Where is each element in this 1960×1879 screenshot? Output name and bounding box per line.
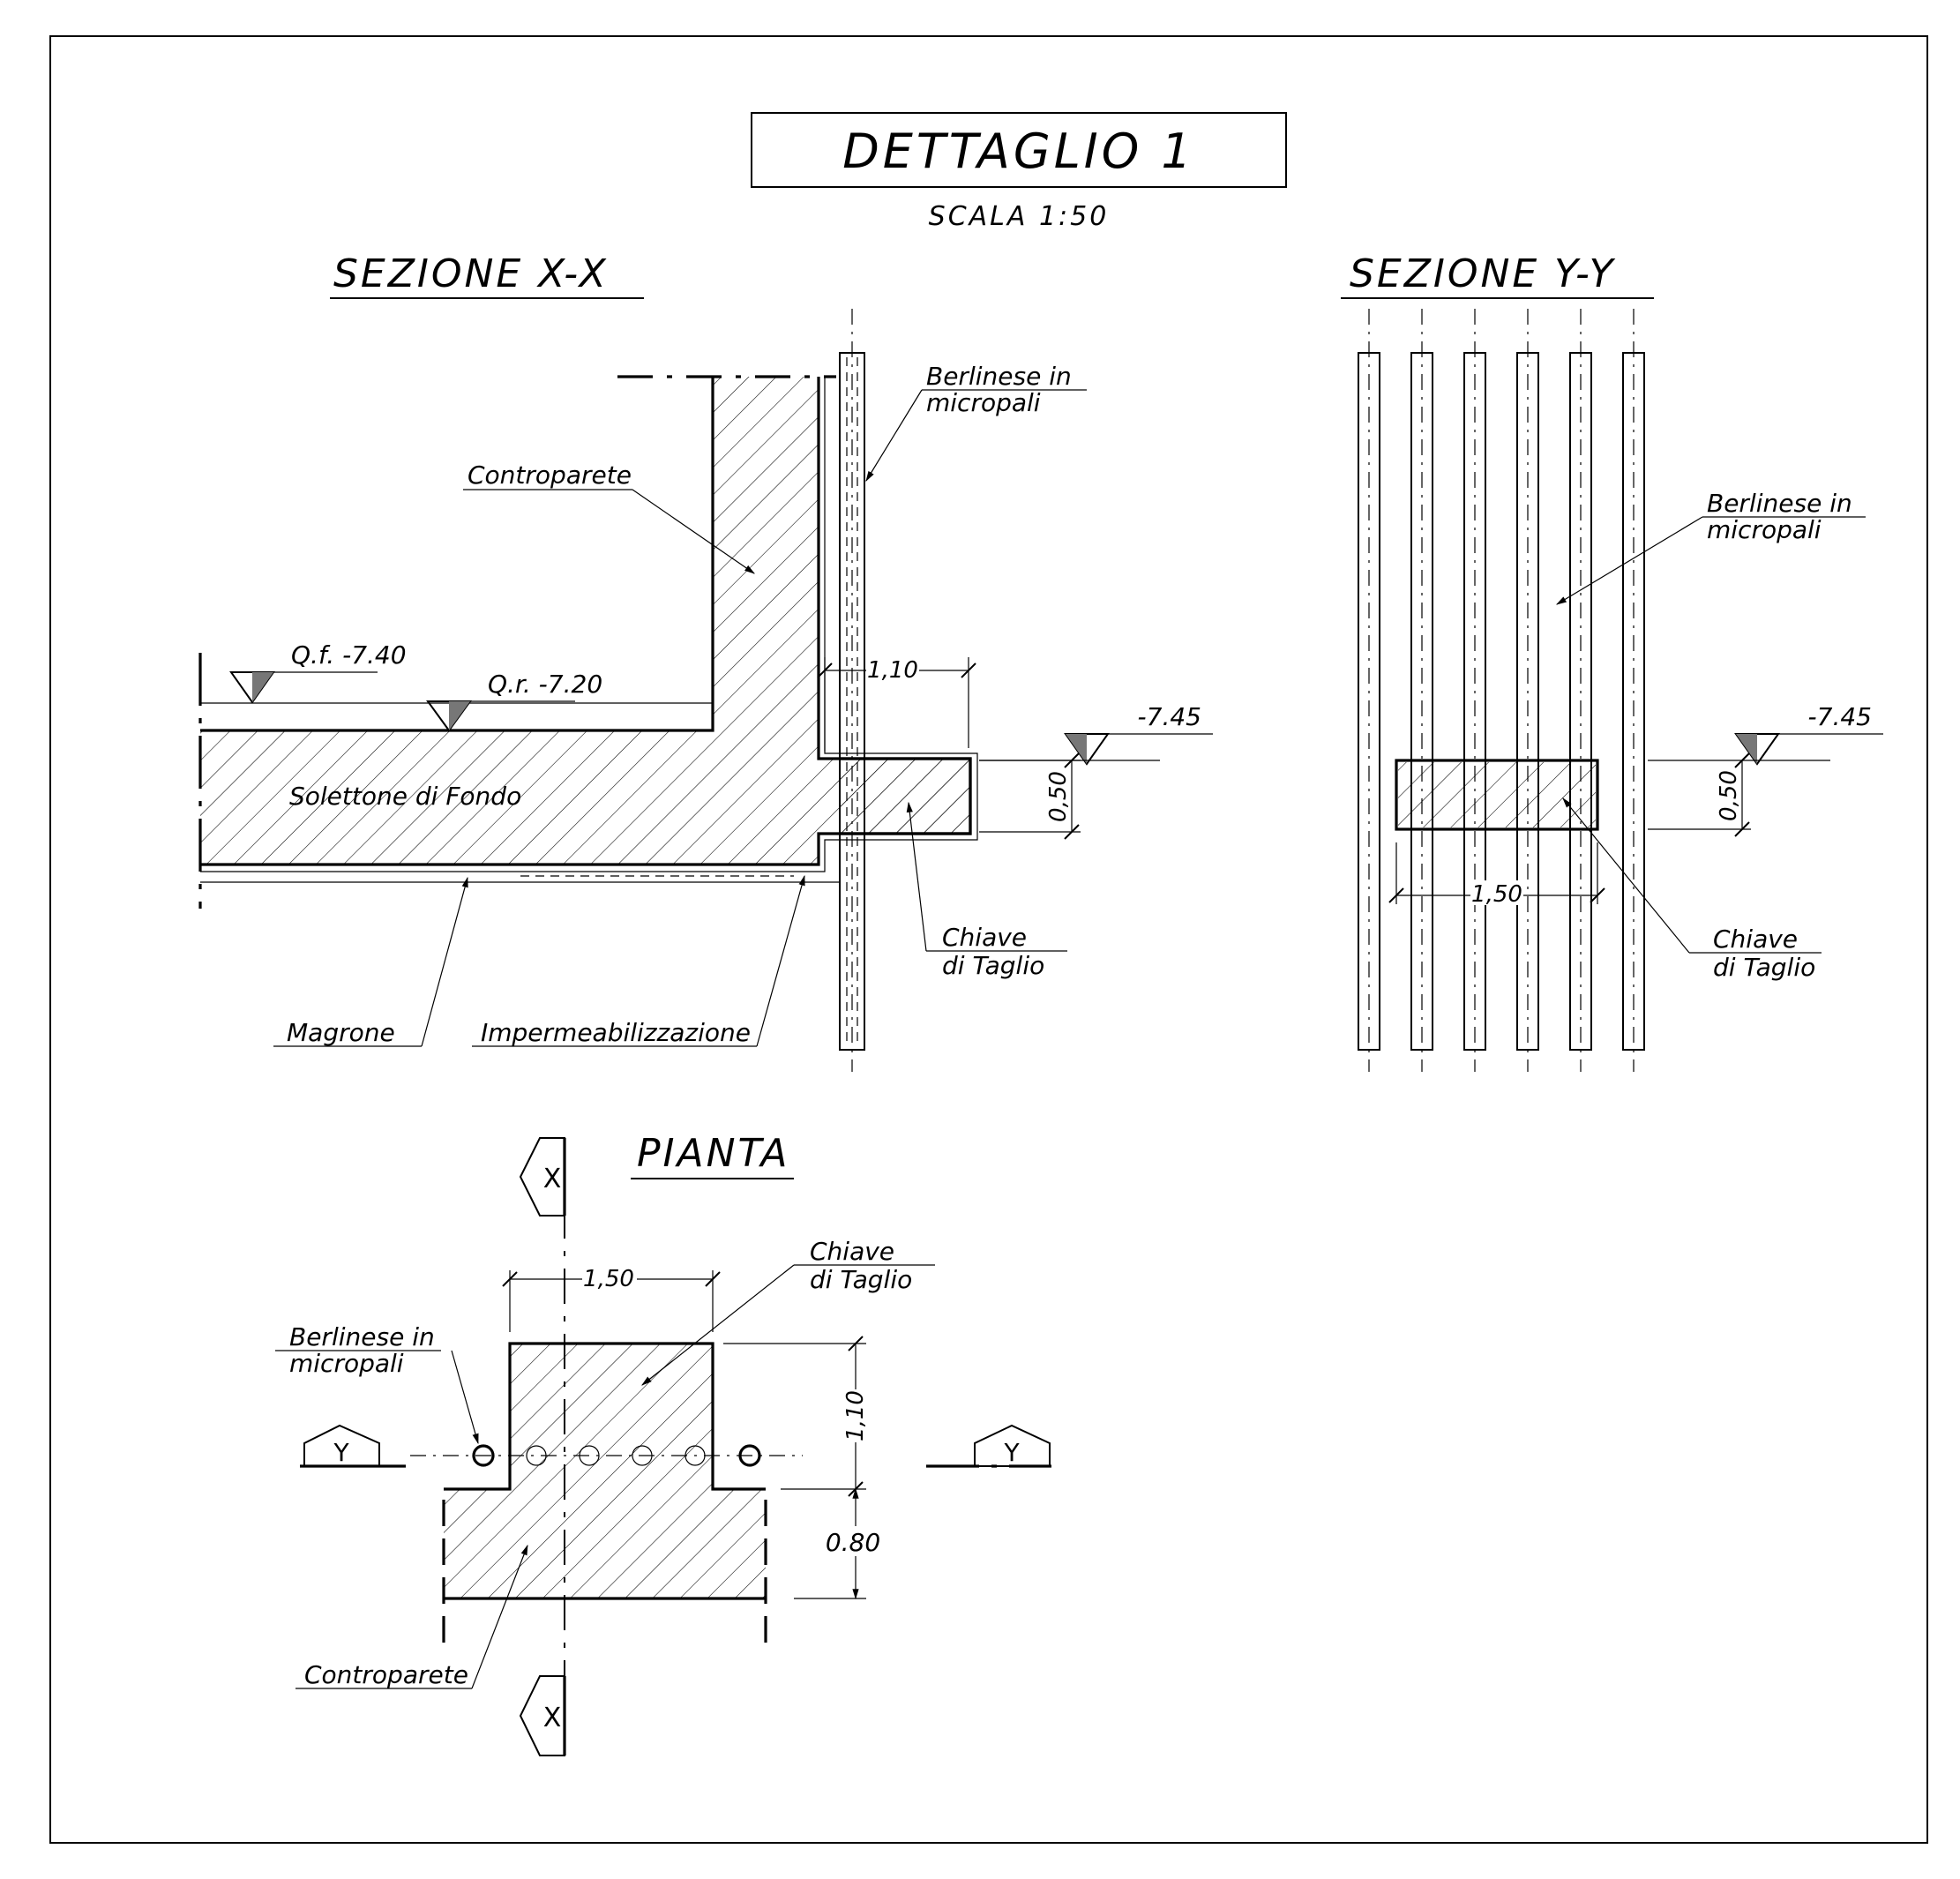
dim-yy-150-tick-l (1388, 887, 1404, 903)
dim-p-150-tick-r (705, 1271, 721, 1287)
controparete-leader-p (471, 1544, 528, 1689)
section-xx: SEZIONE X-X Q.f. -7.40 Q.r. -7.20 (198, 251, 1213, 1072)
dim-p-150-bg (582, 1265, 637, 1290)
controparete-label-xx: Controparete (468, 460, 632, 490)
dim-p-110-label: 1,10 (842, 1390, 869, 1441)
cut-y-label-left: Y (333, 1438, 349, 1467)
cut-x-label-top: X (543, 1164, 562, 1194)
berlinese-leader-p (451, 1350, 479, 1445)
solettone-label: Solettone di Fondo (289, 782, 521, 811)
dim-yy-050-tick-b (1734, 821, 1750, 837)
dim-110-tick-l (817, 663, 833, 678)
berlinese-label-yy-2: micropali (1707, 515, 1822, 544)
shear-key-yy-hatch (1398, 762, 1596, 827)
impermeabilizzazione-label: Impermeabilizzazione (481, 1018, 751, 1047)
dim-yy-150-tick-r (1590, 887, 1605, 903)
chiave-label-xx-1: Chiave (942, 923, 1027, 952)
chiave-label-p-1: Chiave (810, 1237, 894, 1266)
dim-p-080-label: 0.80 (826, 1528, 880, 1557)
cut-y-label-right: Y (1003, 1438, 1020, 1467)
micropile-plan (685, 1445, 706, 1466)
controparete-concrete (200, 377, 970, 865)
shear-key-yy (1395, 759, 1599, 831)
shear-key-outline (840, 757, 972, 835)
cut-mark-x-top: X (519, 1137, 566, 1216)
level-yy-label: -7.45 (1808, 702, 1872, 731)
berlinese-label-xx-1: Berlinese in (926, 362, 1072, 391)
berlinese-leader-yy (1555, 516, 1703, 605)
micropile-plan (738, 1444, 761, 1467)
micropile-row-yy (1358, 309, 1645, 1072)
chiave-label-yy-2: di Taglio (1713, 953, 1815, 982)
dim-p-110-bg (842, 1389, 869, 1442)
chiave-label-xx-2: di Taglio (942, 951, 1044, 980)
micropile-plan (632, 1445, 653, 1466)
section-yy: SEZIONE Y-Y -7.45 0,50 (1341, 251, 1883, 1072)
dim-110-label: 1,10 (867, 657, 918, 684)
section-pianta: PIANTA 1,50 1,10 0 (275, 1131, 1051, 1756)
dim-yy-150-label: 1,50 (1471, 881, 1522, 908)
section-xx-title: SEZIONE X-X (333, 251, 609, 296)
chiave-label-p-2: di Taglio (810, 1265, 912, 1294)
impermeabilizzazione-leader (756, 874, 805, 1047)
magrone-leader (421, 876, 468, 1047)
shear-key-over-pile (840, 759, 970, 834)
section-yy-title: SEZIONE Y-Y (1350, 251, 1616, 296)
magrone-label: Magrone (287, 1018, 395, 1047)
title-box (751, 112, 1287, 188)
cut-x-label-bottom: X (543, 1703, 562, 1733)
dim-p-150-tick-l (502, 1271, 518, 1287)
level-marker-qf-fill (252, 672, 273, 702)
sheet-border (49, 35, 1928, 1844)
dim-p-110-tick-t (848, 1336, 864, 1351)
micropile-plan (579, 1445, 600, 1466)
level-qr-label: Q.r. -7.20 (488, 670, 602, 699)
level-marker-qr-fill (449, 701, 470, 730)
dim-110-bg (866, 656, 919, 681)
dim-p-080-bg (816, 1526, 886, 1556)
dim-p-150-label: 1,50 (583, 1266, 634, 1292)
level-745-label: -7.45 (1138, 702, 1201, 731)
berlinese-label-yy-1: Berlinese in (1707, 489, 1852, 518)
chiave-leader-xx (906, 801, 927, 952)
waterproofing-line (200, 377, 978, 872)
pianta-title: PIANTA (637, 1131, 789, 1176)
dim-050-tick-b (1064, 824, 1080, 840)
dim-110-tick-r (961, 663, 976, 678)
berlinese-label-p-2: micropali (289, 1349, 404, 1378)
dim-050-label: 0,50 (1045, 771, 1072, 822)
controparete-leader-xx (632, 489, 755, 574)
cut-mark-y-left: Y (300, 1424, 406, 1468)
micropile-plan (472, 1444, 495, 1467)
berlinese-label-xx-2: micropali (926, 388, 1041, 417)
level-marker-745-fill (1066, 734, 1087, 764)
berlinese-label-p-1: Berlinese in (289, 1322, 435, 1351)
chiave-leader-p (641, 1264, 795, 1386)
dim-yy-050-tick-t (1734, 752, 1750, 768)
pianta-outline (444, 1342, 766, 1600)
controparete-label-p: Controparete (304, 1660, 468, 1689)
dim-050-tick-t (1064, 752, 1080, 768)
chiave-label-yy-1: Chiave (1713, 925, 1798, 954)
micropile-plan (526, 1445, 547, 1466)
chiave-leader-yy (1562, 797, 1690, 954)
scale-label: SCALA 1:50 (929, 201, 1110, 232)
pianta-concrete (444, 1344, 766, 1598)
cut-mark-x-bottom: X (519, 1675, 566, 1756)
berlinese-leader-xx (865, 389, 923, 483)
dim-yy-150-bg (1470, 880, 1523, 905)
page-title: DETTAGLIO 1 (842, 124, 1195, 179)
cut-mark-y-right: Y (926, 1424, 1051, 1468)
level-marker-yy-fill (1736, 734, 1757, 764)
dim-yy-050-label: 0,50 (1716, 770, 1742, 821)
level-qf-label: Q.f. -7.40 (291, 640, 407, 670)
